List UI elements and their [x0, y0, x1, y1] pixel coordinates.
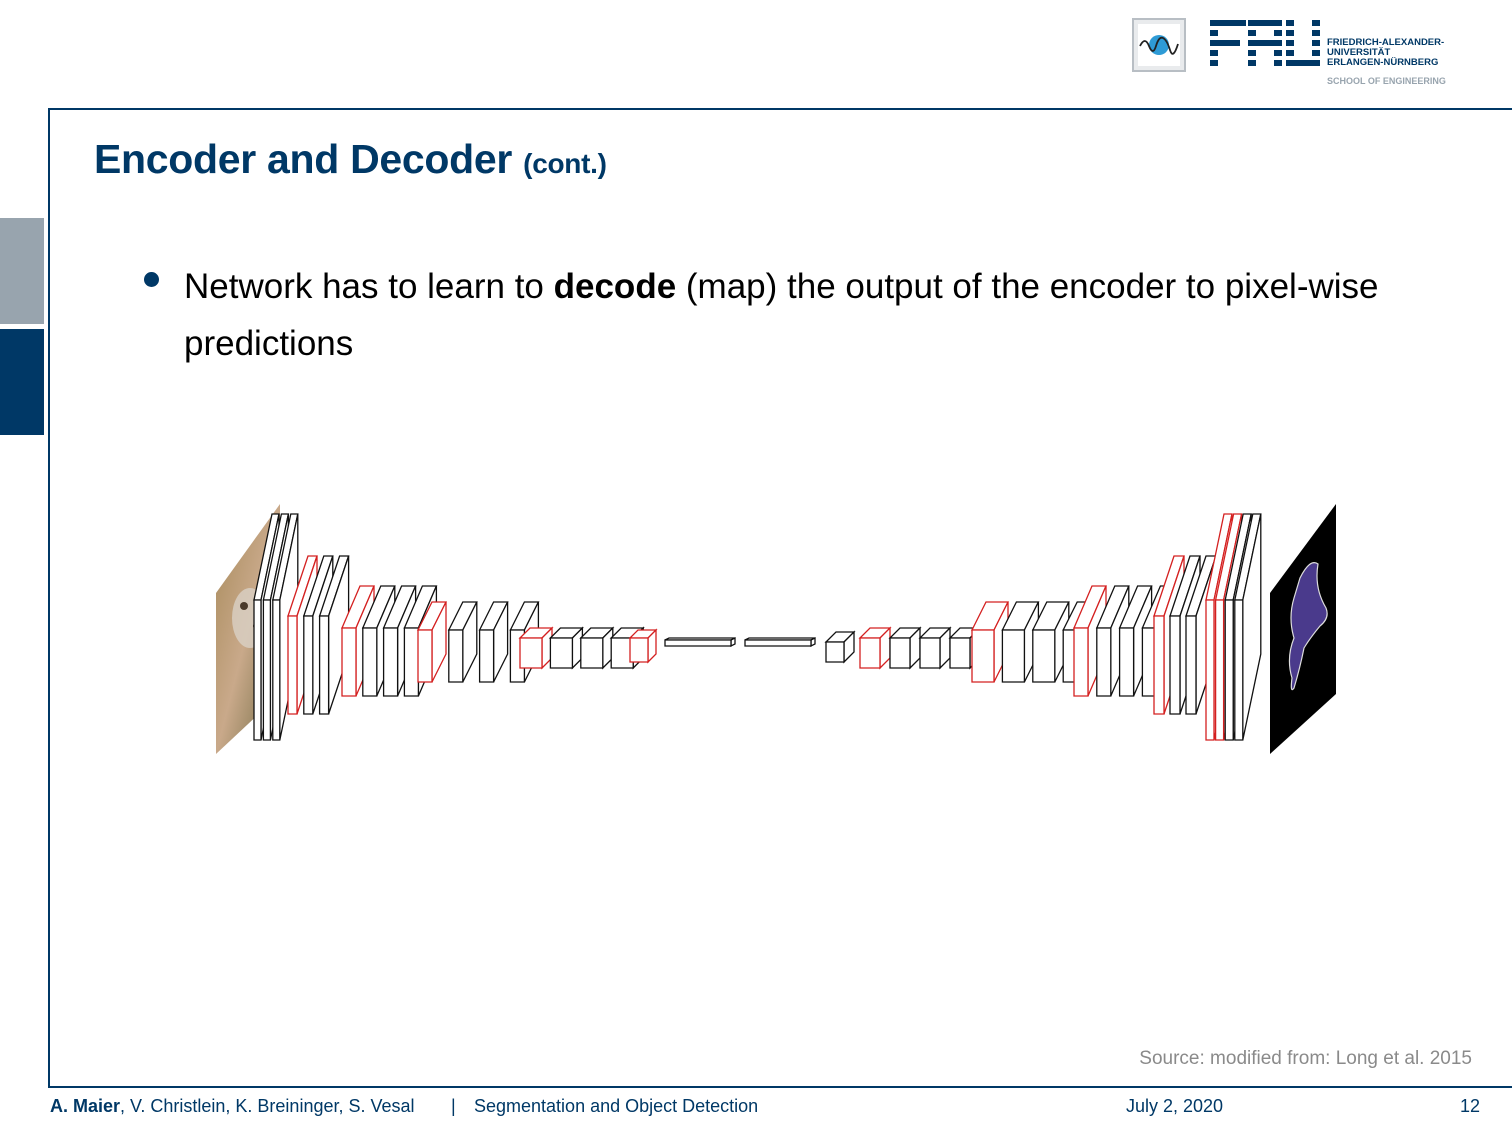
network-layer — [1233, 513, 1262, 741]
title-cont: (cont.) — [523, 148, 607, 179]
network-layer — [918, 626, 952, 670]
fau-logo-icon — [1210, 20, 1322, 73]
slide-title: Encoder and Decoder (cont.) — [94, 136, 607, 183]
logo-line-1: FRIEDRICH-ALEXANDER- — [1327, 37, 1445, 48]
bullet-before: Network has to learn to — [184, 267, 554, 306]
network-layer — [888, 626, 922, 670]
slide-frame — [48, 108, 1512, 1088]
footer-author-bold: A. Maier — [50, 1096, 121, 1116]
network-layer — [478, 601, 509, 683]
footer-date: July 2, 2020 — [1126, 1096, 1224, 1116]
network-layer — [664, 636, 736, 648]
source-citation: Source: modified from: Long et al. 2015 — [1139, 1048, 1472, 1069]
network-layer — [628, 628, 658, 664]
network-layer — [579, 626, 615, 670]
bullet-icon — [144, 272, 159, 287]
bullet-after: (map) the output of the encoder to pixel… — [184, 267, 1379, 363]
footer-authors: A. Maier, V. Christlein, K. Breininger, … — [50, 1096, 415, 1117]
network-layer — [1031, 601, 1070, 683]
footer-authors-rest: , V. Christlein, K. Breininger, S. Vesal — [120, 1096, 415, 1116]
network-layer — [858, 626, 892, 670]
bullet-bold: decode — [553, 267, 677, 306]
logo-school: SCHOOL OF ENGINEERING — [1327, 76, 1446, 86]
network-layer — [416, 601, 448, 683]
network-layer — [744, 636, 816, 648]
network-layer — [447, 601, 478, 683]
network-layer — [318, 555, 350, 715]
lme-logo-icon — [1132, 18, 1186, 77]
bullet-text: Network has to learn to decode (map) the… — [184, 258, 1484, 372]
network-layer — [970, 601, 1010, 683]
logo-line-2: UNIVERSITÄT — [1327, 47, 1391, 58]
footer-page-number: 12 — [1460, 1096, 1481, 1116]
logo-line-3: ERLANGEN-NÜRNBERG — [1327, 57, 1439, 68]
encoder-decoder-figure — [210, 498, 1345, 763]
footer-course: Segmentation and Object Detection — [474, 1096, 759, 1116]
footer-separator: | — [451, 1096, 456, 1116]
section-tab-active[interactable] — [0, 329, 44, 435]
network-layer — [548, 626, 584, 670]
network-layer — [824, 630, 856, 664]
title-main: Encoder and Decoder — [94, 136, 513, 182]
network-layer — [518, 626, 554, 670]
section-tab-inactive[interactable] — [0, 218, 44, 324]
output-segmentation — [1270, 504, 1336, 754]
